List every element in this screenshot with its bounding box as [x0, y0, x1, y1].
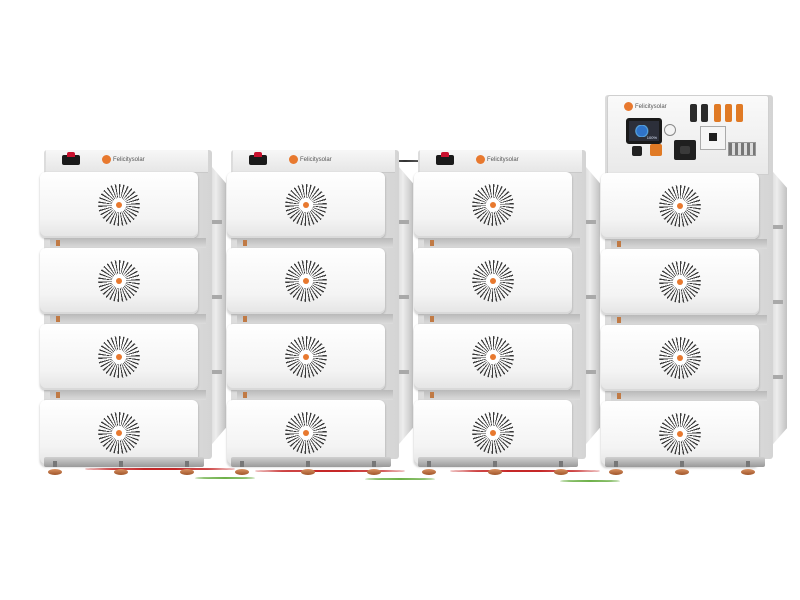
- orange-connector: [650, 144, 662, 156]
- brand-label: Felicitysolar: [300, 157, 332, 164]
- battery-tower-3: Felicitysolar: [414, 150, 600, 475]
- display-value: 100%: [646, 135, 657, 140]
- battery-tower-1: Felicitysolar: [40, 150, 226, 475]
- battery-module: [601, 325, 767, 401]
- logo-icon: [301, 352, 311, 362]
- dc-terminal-negative: [701, 104, 708, 122]
- tower-top-cap: Felicitysolar: [420, 150, 582, 173]
- logo-icon: [102, 155, 111, 164]
- logo-icon: [114, 276, 124, 286]
- logo-icon: [675, 353, 685, 363]
- logo-icon: [488, 276, 498, 286]
- power-cable-top: [380, 160, 430, 162]
- power-cable-red-3: [450, 470, 600, 472]
- brand-logo: Felicitysolar: [289, 155, 332, 164]
- logo-icon: [675, 277, 685, 287]
- battery-module: [40, 172, 206, 248]
- black-connector: [632, 146, 642, 156]
- ac-outlet-icon: [674, 140, 696, 160]
- brand-logo: Felicitysolar: [102, 155, 145, 164]
- logo-icon: [301, 428, 311, 438]
- battery-module: [227, 324, 393, 400]
- dc-terminal-positive: [725, 104, 732, 122]
- battery-module: [601, 249, 767, 325]
- battery-module: [227, 400, 385, 466]
- foot-icon: [609, 461, 623, 475]
- foot-icon: [367, 461, 381, 475]
- battery-module: [227, 248, 393, 324]
- brand-logo: Felicitysolar: [624, 102, 667, 111]
- logo-icon: [114, 352, 124, 362]
- battery-module: [40, 248, 206, 324]
- brand-label: Felicitysolar: [635, 104, 667, 111]
- power-icon: [664, 124, 676, 136]
- battery-module: [40, 400, 198, 466]
- tower-top-cap: Felicitysolar: [233, 150, 395, 173]
- battery-module: [227, 172, 393, 248]
- comm-cable-green: [195, 477, 255, 479]
- logo-icon: [488, 428, 498, 438]
- logo-icon: [301, 200, 311, 210]
- comm-ports: [728, 142, 756, 156]
- battery-module: [414, 172, 580, 248]
- tower-base: [605, 457, 765, 467]
- tower-base: [418, 457, 578, 467]
- foot-icon: [741, 461, 755, 475]
- tower-base: [231, 457, 391, 467]
- battery-module: [601, 401, 759, 467]
- power-cable-red-2: [255, 470, 405, 472]
- battery-gauge-icon: [633, 125, 655, 137]
- power-cable-red: [85, 468, 235, 470]
- tower-base: [44, 457, 204, 467]
- tower-top-cap: Felicitysolar: [46, 150, 208, 173]
- logo-icon: [675, 429, 685, 439]
- logo-icon: [289, 155, 298, 164]
- battery-module: [40, 324, 206, 400]
- dc-terminal-positive: [736, 104, 743, 122]
- battery-tower-4-with-inverter: Felicitysolar 100%: [601, 95, 787, 475]
- battery-module: [601, 173, 767, 249]
- foot-icon: [301, 461, 315, 475]
- dc-terminal-positive: [714, 104, 721, 122]
- plug-icon: [249, 152, 267, 165]
- logo-icon: [488, 352, 498, 362]
- battery-module: [414, 248, 580, 324]
- foot-icon: [235, 461, 249, 475]
- foot-icon: [554, 461, 568, 475]
- brand-label: Felicitysolar: [487, 157, 519, 164]
- power-button[interactable]: [664, 124, 678, 136]
- logo-icon: [114, 200, 124, 210]
- battery-tower-2: Felicitysolar: [227, 150, 413, 475]
- dc-terminal-negative: [690, 104, 697, 122]
- foot-icon: [180, 461, 194, 475]
- logo-icon: [675, 201, 685, 211]
- inverter-control-panel: Felicitysolar 100%: [607, 95, 769, 175]
- brand-label: Felicitysolar: [113, 157, 145, 164]
- brand-logo: Felicitysolar: [476, 155, 519, 164]
- logo-icon: [476, 155, 485, 164]
- comm-cable-green-2: [365, 478, 435, 480]
- foot-icon: [114, 461, 128, 475]
- foot-icon: [488, 461, 502, 475]
- logo-icon: [114, 428, 124, 438]
- plug-icon: [62, 152, 80, 165]
- battery-module: [414, 324, 580, 400]
- logo-icon: [488, 200, 498, 210]
- circuit-breaker[interactable]: [700, 126, 726, 150]
- plug-icon: [436, 152, 454, 165]
- lcd-display: 100%: [626, 118, 662, 144]
- logo-icon: [301, 276, 311, 286]
- battery-module: [414, 400, 572, 466]
- foot-icon: [422, 461, 436, 475]
- comm-cable-green-3: [560, 480, 620, 482]
- logo-icon: [624, 102, 633, 111]
- foot-icon: [48, 461, 62, 475]
- foot-icon: [675, 461, 689, 475]
